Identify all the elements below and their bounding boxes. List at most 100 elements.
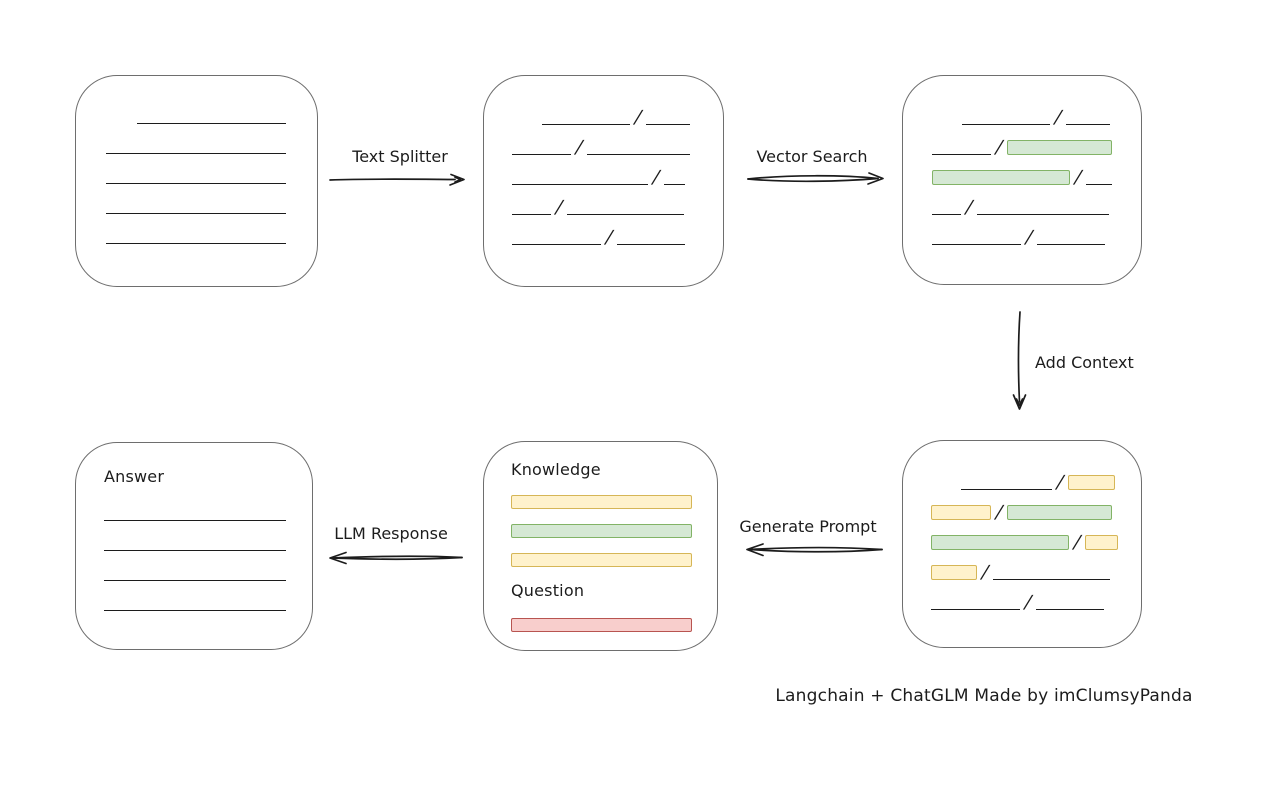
text-line [104, 520, 286, 521]
chunk-separator-slash: / [964, 197, 974, 218]
document-node-content [76, 76, 317, 286]
segment-row: / [931, 520, 1141, 553]
text-line [106, 213, 286, 214]
green-highlight-chip [511, 524, 692, 538]
chunk-separator-slash: / [554, 197, 564, 218]
chunk-separator-slash: / [1072, 532, 1082, 553]
text-line [104, 580, 286, 581]
text-line [106, 183, 286, 184]
segment-row: / [932, 185, 1141, 218]
segment-row: / [512, 215, 723, 248]
segment-row: / [931, 460, 1141, 493]
chunk-separator-slash: / [980, 562, 990, 583]
segment-row: / [932, 125, 1141, 158]
text-line [512, 244, 601, 245]
segment-row [511, 601, 717, 632]
segment-row: / [932, 95, 1141, 128]
generate-prompt-arrow [746, 543, 883, 557]
segment-row: / [932, 215, 1141, 248]
text-line [962, 124, 1050, 125]
text-splitter-arrow [329, 173, 465, 186]
prompt-node-content: Knowledge Question [484, 442, 717, 650]
text-line [646, 124, 691, 125]
segment-row [106, 184, 317, 214]
text-line [1037, 244, 1106, 245]
green-highlight-chip [932, 170, 1070, 185]
text-line [104, 550, 286, 551]
chunk-separator-slash: / [994, 137, 1004, 158]
segment-row [104, 581, 312, 611]
text-line [1086, 184, 1113, 185]
chunk-separator-slash: / [1024, 227, 1034, 248]
segment-row: / [512, 95, 723, 128]
text-line [137, 123, 286, 124]
vector-match-rows: / / / / / [932, 95, 1141, 248]
knowledge-label: Knowledge [511, 460, 601, 479]
segment-row [511, 509, 717, 538]
segment-row [104, 551, 312, 581]
knowledge-bars [511, 480, 717, 567]
yellow-highlight-chip [511, 553, 692, 567]
generate-prompt-label: Generate Prompt [739, 517, 877, 536]
llm-response-label: LLM Response [334, 524, 448, 543]
red-highlight-chip [511, 618, 692, 632]
chunk-separator-slash: / [1023, 592, 1033, 613]
answer-node-content: Answer [76, 443, 312, 649]
text-line [542, 124, 630, 125]
text-line [512, 184, 648, 185]
text-line [104, 610, 286, 611]
question-bar [511, 601, 717, 632]
text-line [993, 579, 1111, 580]
text-line [617, 244, 686, 245]
segment-row [511, 538, 717, 567]
answer-label: Answer [104, 467, 165, 486]
text-line [977, 214, 1110, 215]
chunk-separator-slash: / [574, 137, 584, 158]
yellow-highlight-chip [931, 505, 991, 520]
chunk-separator-slash: / [604, 227, 614, 248]
text-line [512, 154, 571, 155]
vector-matches-node-content: / / / / / [903, 76, 1141, 284]
add-context-arrow [1012, 311, 1027, 410]
chunk-separator-slash: / [1053, 107, 1063, 128]
llm-response-arrow [329, 551, 463, 565]
chunk-separator-slash: / [1073, 167, 1083, 188]
segment-row: / [512, 155, 723, 188]
context-chunks-node: / / / / / [902, 440, 1142, 648]
yellow-highlight-chip [931, 565, 977, 580]
split-chunks-node-content: / / / / / [484, 76, 723, 286]
text-line [932, 244, 1021, 245]
context-chunks-node-content: / / / / / [903, 441, 1141, 647]
segment-row [511, 480, 717, 509]
text-line [106, 153, 286, 154]
split-chunks-node: / / / / / [483, 75, 724, 287]
segment-row: / [931, 580, 1141, 613]
text-line [961, 489, 1052, 490]
yellow-highlight-chip [1085, 535, 1119, 550]
segment-row: / [512, 185, 723, 218]
vector-search-arrow [747, 172, 884, 185]
split-chunk-rows: / / / / / [512, 95, 723, 248]
segment-row [104, 491, 312, 521]
question-label: Question [511, 581, 585, 600]
text-line [106, 243, 286, 244]
text-line [932, 214, 961, 215]
text-line [664, 184, 686, 185]
segment-row [106, 124, 317, 154]
text-line [587, 154, 691, 155]
text-line [512, 214, 551, 215]
context-chunk-rows: / / / / / [931, 460, 1141, 613]
chunk-separator-slash: / [994, 502, 1004, 523]
text-line [567, 214, 685, 215]
yellow-highlight-chip [511, 495, 692, 509]
text-line [931, 609, 1020, 610]
answer-lines [104, 491, 312, 611]
chunk-separator-slash: / [651, 167, 661, 188]
segment-row [104, 521, 312, 551]
vector-search-label: Vector Search [756, 147, 868, 166]
yellow-highlight-chip [1068, 475, 1116, 490]
text-splitter-label: Text Splitter [352, 147, 448, 166]
document-node [75, 75, 318, 287]
vector-matches-node: / / / / / [902, 75, 1142, 285]
